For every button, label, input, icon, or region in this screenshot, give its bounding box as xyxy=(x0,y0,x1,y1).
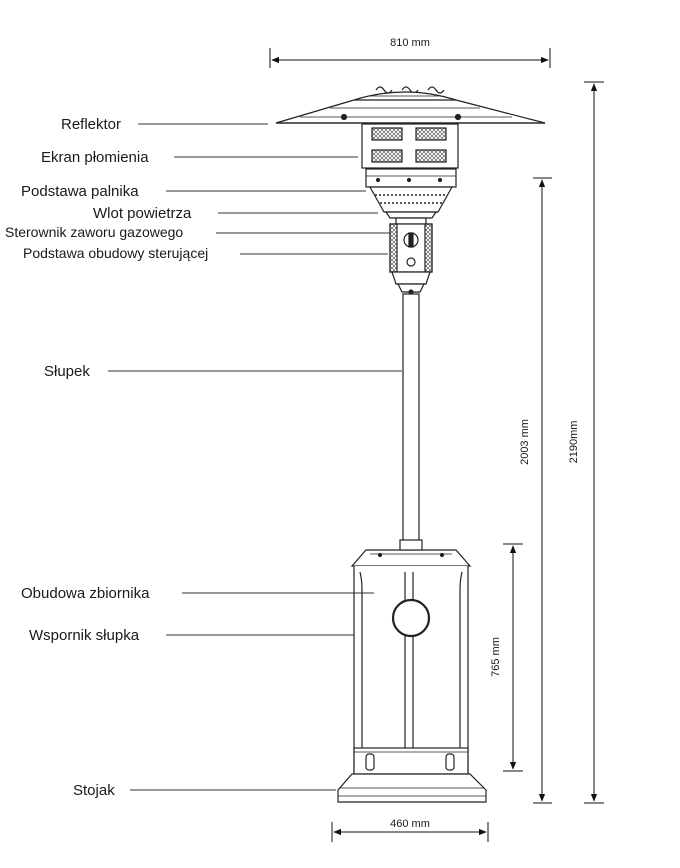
dim-housing-height: 765 mm xyxy=(490,637,502,677)
reflector xyxy=(275,91,546,124)
label-tank-housing: Obudowa zbiornika xyxy=(21,585,150,602)
label-post-support: Wspornik słupka xyxy=(29,627,140,644)
label-air-inlet: Wlot powietrza xyxy=(93,205,192,222)
dimension-labels: 810 mm 460 mm 2190mm 2003 mm 765 mm xyxy=(390,37,580,830)
flame-screen xyxy=(361,123,459,169)
part-labels: Reflektor Ekran płomienia Podstawa palni… xyxy=(5,116,208,799)
heater-illustration xyxy=(275,86,546,803)
dimension-lines xyxy=(269,48,604,842)
tank-housing xyxy=(353,566,469,775)
burner-base xyxy=(365,168,457,188)
label-flame-screen: Ekran płomienia xyxy=(41,149,149,166)
dim-reflector-width: 810 mm xyxy=(390,37,430,49)
tank-housing-top xyxy=(350,539,472,571)
dim-reflector-height: 2003 mm xyxy=(519,419,531,465)
dim-total-height: 2190mm xyxy=(568,421,580,464)
air-inlet xyxy=(368,186,454,219)
dim-base-width: 460 mm xyxy=(390,818,430,830)
post xyxy=(402,293,420,543)
stand xyxy=(337,773,487,803)
label-stand: Stojak xyxy=(73,782,115,799)
label-post: Słupek xyxy=(44,363,90,380)
label-burner-base: Podstawa palnika xyxy=(21,183,139,200)
label-control-housing-base: Podstawa obudowy sterującej xyxy=(23,245,208,261)
label-valve-knob: Sterownik zaworu gazowego xyxy=(5,224,183,240)
leader-lines xyxy=(108,123,402,791)
control-housing xyxy=(389,217,433,295)
label-reflector: Reflektor xyxy=(61,116,121,133)
